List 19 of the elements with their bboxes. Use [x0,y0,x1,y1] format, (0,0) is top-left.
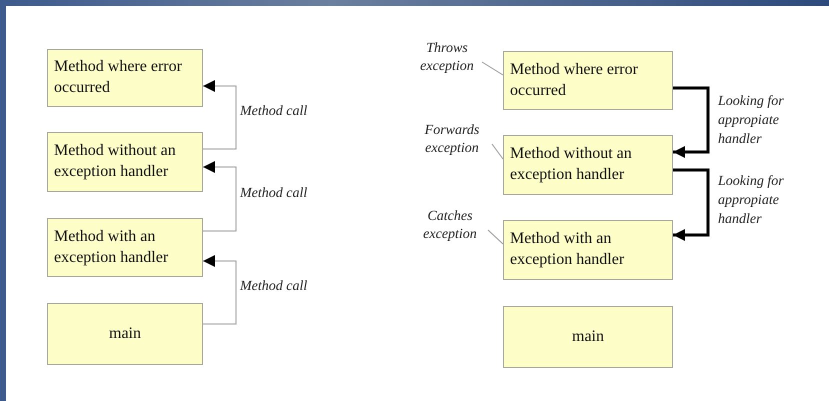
arrow [673,86,710,158]
arrow [202,80,236,150]
arrow [202,161,236,232]
method-box: main [47,303,203,365]
method-box: Method without an exception handler [503,135,673,195]
arrow [202,255,236,324]
arrow [673,168,710,241]
leader-line [492,144,504,160]
method-box: Method with an exception handler [47,218,203,277]
leader-line [488,230,504,244]
method-box: main [503,306,673,368]
annotation-text: Catches exception [422,208,478,244]
method-box: Method without an exception handler [47,132,203,192]
annotation-text: Throws exception [419,40,475,76]
method-box: Method where error occurred [47,49,203,107]
method-box: Method where error occurred [503,51,673,110]
annotation-text: Forwards exception [424,122,480,158]
leader-line [482,62,504,76]
method-box: Method with an exception handler [503,220,673,280]
